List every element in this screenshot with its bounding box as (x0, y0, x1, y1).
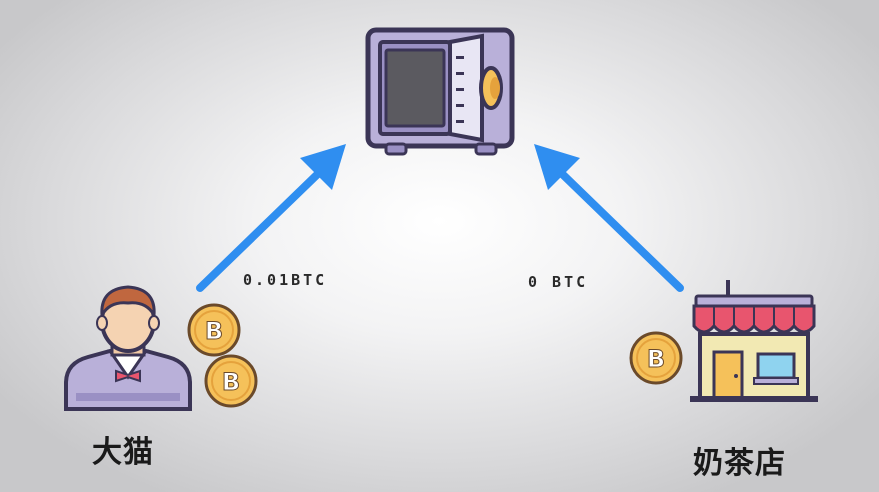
sender-name-label: 大猫 (92, 435, 154, 470)
bitcoin-coin-icon: B (629, 331, 683, 385)
bitcoin-coin-icon: B (204, 354, 258, 408)
arrow-up-icon (196, 144, 346, 292)
sender-amount-label: 0.01BTC (243, 271, 328, 289)
person-icon (64, 285, 192, 411)
arrow-up-icon (534, 144, 684, 292)
shop-name-label: 奶茶店 (693, 446, 786, 481)
svg-text:B: B (205, 317, 223, 345)
bitcoin-coin-icon: B (187, 303, 241, 357)
svg-text:B: B (647, 345, 665, 373)
shop-icon (690, 280, 818, 402)
safe-icon (365, 27, 515, 156)
shop-amount-label: 0 BTC (528, 273, 589, 291)
svg-text:B: B (222, 368, 240, 396)
